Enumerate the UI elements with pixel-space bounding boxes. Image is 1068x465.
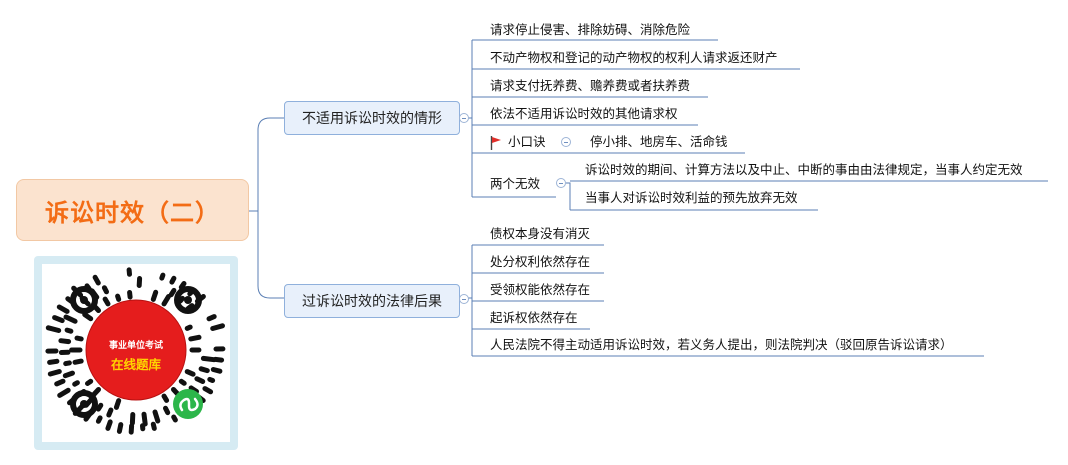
qr-ray [177,295,185,304]
qr-ray [74,335,84,342]
qr-ray [58,338,72,345]
qr-ray [47,369,62,377]
collapse-icon[interactable] [561,137,571,147]
branch-not-applicable[interactable]: 不适用诉讼时效的情形 [284,101,460,135]
qr-ray [63,314,78,324]
qr-ray [85,378,94,386]
mnemonic-label: 小口诀 [508,134,546,149]
list-item: 人民法院不得主动适用诉讼时效，若义务人提出，则法院判决（驳回原告诉讼请求） [490,337,953,352]
qr-ray [56,304,70,314]
qr-ray [52,315,65,324]
list-item: 不动产物权和登记的动产物权的权利人请求返还财产 [490,50,778,65]
qr-ray [161,393,170,403]
qr-ray [159,272,166,281]
collapse-icon[interactable] [459,294,469,304]
list-item: 当事人对诉讼时效利益的预先放弃无效 [585,190,798,205]
qr-ray [200,355,217,363]
qr-ray [150,421,157,431]
qr-line2: 在线题库 [110,357,161,372]
qr-code-frame: 事业单位考试 在线题库 [34,256,238,450]
mnemonic-text: 停小排、地房车、活命钱 [590,134,728,149]
list-item: 诉讼时效的期间、计算方法以及中止、中断的事由由法律规定，当事人约定无效 [585,162,1023,177]
list-item: 请求支付抚养费、赡养费或者扶养费 [490,78,691,93]
qr-ray [105,419,113,431]
qr-ray [152,409,161,424]
branch-label: 不适用诉讼时效的情形 [302,111,442,127]
qr-ray [198,366,210,374]
list-item: 依法不适用诉讼时效的其他请求权 [490,106,678,121]
qr-ray [95,415,103,424]
qr-ray [57,387,71,398]
flag-icon [490,135,501,150]
qr-ray [141,411,148,427]
list-item: 处分权利依然存在 [490,254,591,269]
qr-ray [127,290,133,300]
qr-ray [64,327,74,334]
qr-ray [54,378,66,387]
list-item: 债权本身没有消灭 [490,226,591,241]
branch-legal-consequence[interactable]: 过诉讼时效的法律后果 [284,284,460,318]
qr-ray [168,287,177,298]
qr-ray [202,386,214,395]
qr-ray [207,376,216,383]
root-title: 诉讼时效（二） [45,198,220,227]
qr-ray [212,356,225,363]
list-item: 起诉权依然存在 [490,310,578,325]
qr-code[interactable]: 事业单位考试 在线题库 [42,264,230,442]
collapse-icon[interactable] [556,178,566,188]
qr-ray [47,358,60,365]
qr-ray [62,370,75,379]
qr-ray [194,376,206,384]
qr-ray [184,369,196,377]
qr-ray [150,289,159,302]
qr-ray [72,380,80,387]
qr-ray [95,402,104,412]
list-item: 受领权能依然存在 [490,282,591,297]
qr-ray [184,324,193,331]
qr-ray [188,334,202,342]
qr-ray [210,323,225,331]
qr-ray [163,405,171,416]
qr-ray [92,274,101,286]
qr-ray [171,414,178,423]
list-item: 请求停止侵害、排除妨碍、消除危险 [490,22,691,37]
qr-ray [102,296,111,307]
two-invalid-node[interactable]: 两个无效 [490,176,541,191]
qr-ray [45,325,62,333]
qr-ray [72,358,84,365]
qr-ray [161,294,171,307]
qr-ray [206,314,217,322]
qr-ray [63,360,72,367]
qr-ray [116,422,124,434]
qr-pattern [45,267,226,435]
root-topic[interactable]: 诉讼时效（二） [16,179,249,241]
qr-ray [93,305,101,313]
qr-ray [106,407,114,418]
collapse-icon[interactable] [459,113,469,123]
qr-ray [188,385,199,394]
qr-ray [178,281,187,290]
qr-ray [178,378,187,386]
qr-ray [115,293,122,302]
qr-ray [113,398,122,410]
qr-ray [169,275,177,285]
qr-ray [210,367,223,374]
qr-line1: 事业单位考试 [108,341,163,351]
branch-label: 过诉讼时效的法律后果 [302,294,442,310]
qr-ray [101,285,109,295]
qr-ray [82,312,94,322]
mnemonic-node[interactable]: 小口诀 [490,133,546,151]
